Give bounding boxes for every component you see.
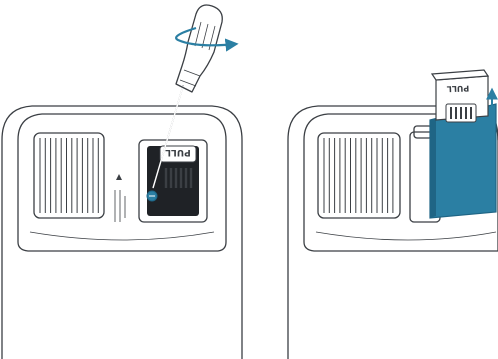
- vent-grille-left: [33, 132, 105, 219]
- rating-label: [114, 174, 126, 222]
- vent-grille-right: [317, 132, 401, 219]
- device-body-left: [1, 105, 243, 359]
- left-step-unscrew: PULL: [1, 4, 243, 359]
- battery-pack: PULL: [429, 69, 497, 219]
- screwdriver-handle: [175, 4, 223, 93]
- device-opening-left: [17, 113, 227, 252]
- pull-tab-left: [159, 145, 197, 163]
- pull-tab-left-label: PULL: [165, 147, 191, 157]
- right-step-lift-battery: PULL: [287, 69, 498, 359]
- curved-rotate-arrow-icon: [175, 26, 239, 52]
- pull-tab-right-label: PULL: [447, 84, 470, 94]
- battery-compartment-left: PULL: [138, 139, 208, 223]
